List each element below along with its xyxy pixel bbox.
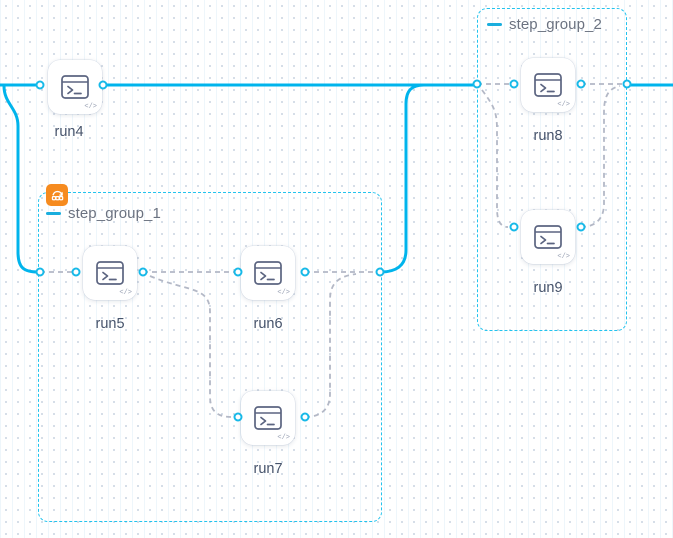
- port-grp2-out[interactable]: [622, 79, 632, 89]
- minus-icon[interactable]: [487, 23, 502, 26]
- node-label-run7: run7: [253, 461, 283, 477]
- edge-grp1-to-main: [378, 83, 426, 274]
- port-run9-in[interactable]: [509, 222, 519, 232]
- port-run7-out[interactable]: [300, 412, 310, 422]
- terminal-icon: [254, 261, 282, 285]
- node-label-run6: run6: [253, 316, 283, 332]
- minus-icon[interactable]: [46, 212, 61, 215]
- code-badge: </>: [277, 434, 290, 442]
- node-run5[interactable]: </>: [83, 246, 137, 300]
- terminal-icon: [96, 261, 124, 285]
- port-run4-in[interactable]: [35, 80, 45, 90]
- group-header-step-group-1[interactable]: step_group_1: [46, 205, 161, 222]
- port-run5-in[interactable]: [71, 267, 81, 277]
- group-label-step-group-1: step_group_1: [68, 205, 161, 222]
- code-badge: </>: [119, 289, 132, 297]
- node-label-run9: run9: [533, 280, 563, 296]
- node-run8[interactable]: </>: [521, 58, 575, 112]
- terminal-icon: [61, 75, 89, 99]
- port-run8-out[interactable]: [576, 79, 586, 89]
- code-badge: </>: [557, 101, 570, 109]
- node-run6[interactable]: </>: [241, 246, 295, 300]
- node-run9[interactable]: </>: [521, 210, 575, 264]
- code-badge: </>: [277, 289, 290, 297]
- port-run9-out[interactable]: [576, 222, 586, 232]
- port-run4-out[interactable]: [98, 80, 108, 90]
- code-badge: </>: [84, 103, 97, 111]
- loop-icon: [46, 184, 68, 206]
- node-label-run4: run4: [54, 124, 84, 140]
- group-header-step-group-2[interactable]: step_group_2: [487, 16, 602, 33]
- terminal-icon: [254, 406, 282, 430]
- node-run4[interactable]: </>: [48, 60, 102, 114]
- port-run6-in[interactable]: [233, 267, 243, 277]
- node-run7[interactable]: </>: [241, 391, 295, 445]
- node-label-run5: run5: [95, 316, 125, 332]
- port-grp1-out[interactable]: [375, 267, 385, 277]
- group-label-step-group-2: step_group_2: [509, 16, 602, 33]
- port-grp2-in[interactable]: [472, 79, 482, 89]
- terminal-icon: [534, 73, 562, 97]
- port-grp1-in[interactable]: [35, 267, 45, 277]
- port-run8-in[interactable]: [509, 79, 519, 89]
- port-run5-out[interactable]: [138, 267, 148, 277]
- group-box-step-group-1[interactable]: [38, 192, 382, 522]
- terminal-icon: [534, 225, 562, 249]
- node-label-run8: run8: [533, 128, 563, 144]
- port-run6-out[interactable]: [300, 267, 310, 277]
- group-box-step-group-2[interactable]: [477, 8, 627, 331]
- code-badge: </>: [557, 253, 570, 261]
- port-run7-in[interactable]: [233, 412, 243, 422]
- edge-left-to-grp1: [2, 83, 40, 274]
